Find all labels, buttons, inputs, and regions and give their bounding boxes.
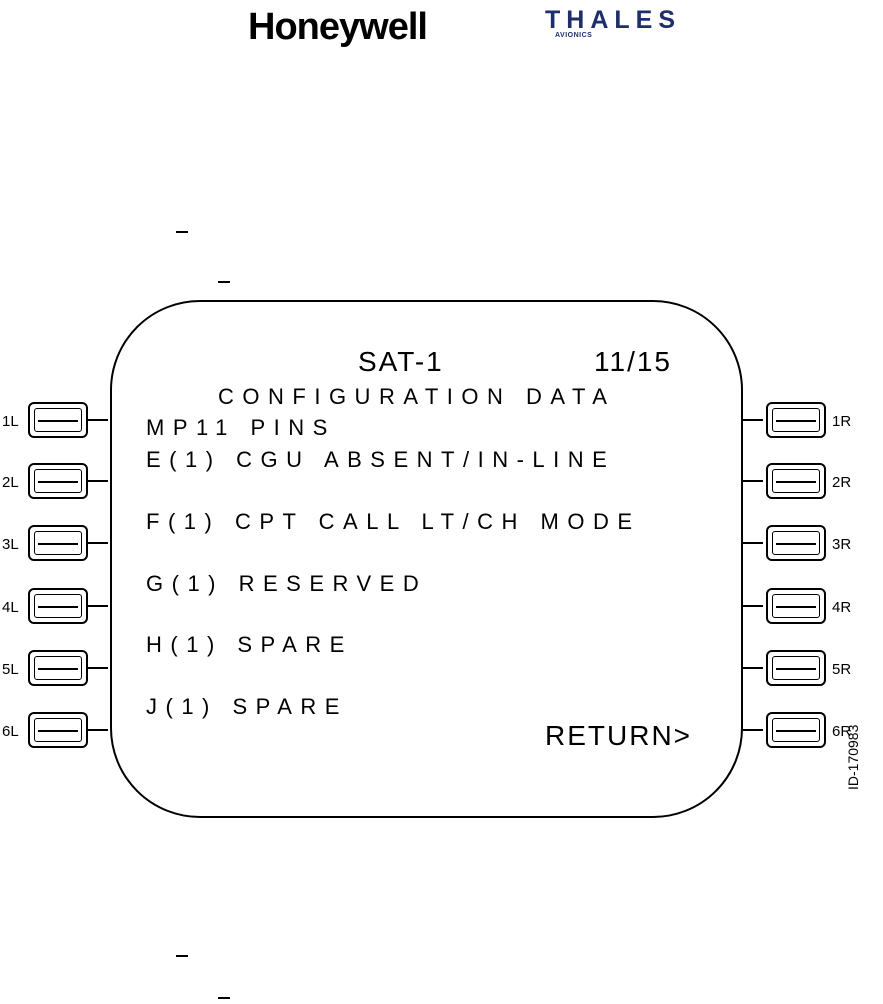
lsk-label: 2L: [2, 474, 19, 491]
lsk-lead-line: [88, 480, 108, 482]
dash-mark: [218, 997, 230, 999]
config-line-3: G(1) RESERVED: [146, 571, 427, 597]
config-line-5: J(1) SPARE: [146, 694, 348, 720]
lsk-lead-line: [743, 419, 763, 421]
lsk-lead-line: [88, 419, 108, 421]
lsk-label: 4R: [832, 599, 851, 616]
config-line-2: F(1) CPT CALL LT/CH MODE: [146, 509, 641, 535]
section-heading: MP11 PINS: [146, 415, 336, 441]
lsk-lead-line: [88, 667, 108, 669]
lsk-4r-button[interactable]: [766, 588, 826, 624]
lsk-6r-button[interactable]: [766, 712, 826, 748]
lsk-3l-button[interactable]: [28, 525, 88, 561]
lsk-5r-button[interactable]: [766, 650, 826, 686]
lsk-lead-line: [743, 729, 763, 731]
lsk-label: 1R: [832, 413, 851, 430]
dash-mark: [218, 281, 230, 283]
mcdu-display: SAT-1 11/15 CONFIGURATION DATA MP11 PINS…: [110, 300, 743, 818]
lsk-label: 1L: [2, 413, 19, 430]
lsk-2l-button[interactable]: [28, 463, 88, 499]
lsk-4l-button[interactable]: [28, 588, 88, 624]
honeywell-logo: Honeywell: [248, 6, 427, 49]
lsk-6l-button[interactable]: [28, 712, 88, 748]
lsk-lead-line: [88, 605, 108, 607]
lsk-label: 3R: [832, 536, 851, 553]
lsk-2r-button[interactable]: [766, 463, 826, 499]
config-line-4: H(1) SPARE: [146, 632, 353, 658]
lsk-label: 5R: [832, 661, 851, 678]
lsk-3r-button[interactable]: [766, 525, 826, 561]
dash-mark: [176, 231, 188, 233]
lsk-label: 4L: [2, 599, 19, 616]
lsk-lead-line: [743, 542, 763, 544]
lsk-1l-button[interactable]: [28, 402, 88, 438]
page-number: 11/15: [594, 346, 672, 378]
lsk-label: 3L: [2, 536, 19, 553]
thales-logo: THALES AVIONICS: [545, 6, 710, 44]
return-prompt[interactable]: RETURN>: [545, 720, 692, 752]
thales-logo-sub: AVIONICS: [555, 32, 592, 39]
lsk-lead-line: [743, 667, 763, 669]
lsk-lead-line: [743, 480, 763, 482]
thales-logo-word: THALES: [545, 6, 681, 35]
page-subtitle: CONFIGURATION DATA: [218, 384, 615, 410]
dash-mark: [176, 955, 188, 957]
config-line-1: E(1) CGU ABSENT/IN-LINE: [146, 447, 615, 473]
page-title: SAT-1: [358, 346, 444, 378]
lsk-5l-button[interactable]: [28, 650, 88, 686]
lsk-label: 5L: [2, 661, 19, 678]
lsk-lead-line: [88, 542, 108, 544]
lsk-lead-line: [743, 605, 763, 607]
lsk-label: 2R: [832, 474, 851, 491]
lsk-label: 6L: [2, 723, 19, 740]
figure-id: ID-170983: [845, 725, 861, 790]
lsk-1r-button[interactable]: [766, 402, 826, 438]
lsk-lead-line: [88, 729, 108, 731]
